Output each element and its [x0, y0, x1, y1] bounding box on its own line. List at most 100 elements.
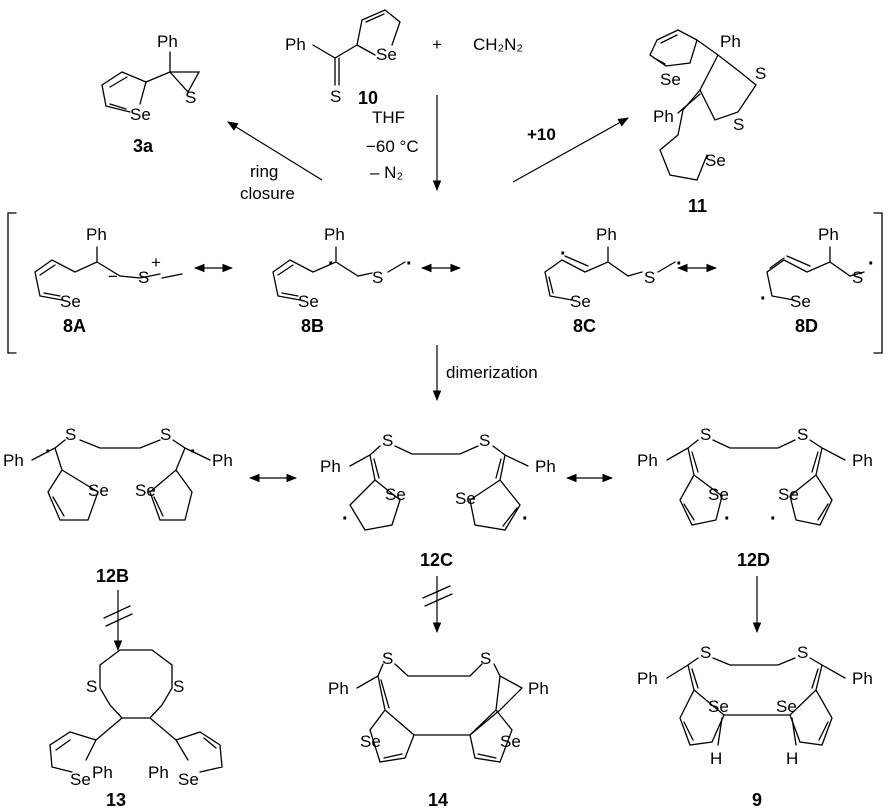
label-8B: 8B [301, 316, 324, 336]
radical-dot: · [406, 253, 413, 275]
radical-dot: · [190, 441, 197, 463]
label-12C: 12C [420, 550, 453, 570]
arrow-ring-closure [227, 121, 323, 181]
atom-se: Se [455, 489, 476, 508]
cond-byproduct: – N₂ [370, 163, 403, 182]
atom-se: Se [385, 485, 406, 504]
atom-se: Se [790, 292, 811, 311]
atom-se: Se [360, 732, 381, 751]
atom-ph: Ph [3, 451, 24, 470]
atom-s: S [700, 643, 711, 662]
label-12B: 12B [96, 566, 129, 586]
atom-ph: Ph [596, 225, 617, 244]
atom-ph: Ph [320, 457, 341, 476]
label-11: 11 [688, 196, 707, 216]
atom-plus: + [151, 253, 161, 272]
atom-h: H [710, 749, 722, 768]
atom-s: S [185, 88, 196, 107]
atom-se: Se [778, 485, 799, 504]
atom-se: Se [60, 292, 81, 311]
arrow-add-10 [512, 117, 629, 183]
radical-dot: · [676, 253, 683, 275]
atom-se: Se [500, 732, 521, 751]
atom-ph: Ph [852, 669, 873, 688]
right-bracket [873, 212, 883, 354]
label-10: 10 [358, 88, 378, 108]
atom-ph: Ph [818, 225, 839, 244]
radical-dot: · [342, 508, 349, 530]
cond-closure: closure [240, 184, 295, 203]
radical-dot: · [760, 288, 767, 310]
atom-s: S [330, 87, 341, 106]
atom-se: Se [178, 770, 199, 789]
left-bracket [7, 212, 17, 354]
atom-ph: Ph [324, 225, 345, 244]
atom-s: S [644, 268, 655, 287]
atom-s: S [700, 425, 711, 444]
atom-s: S [479, 431, 490, 450]
label-8A: 8A [63, 316, 86, 336]
atom-se: Se [660, 70, 681, 89]
compound-13: S S Se Ph Ph Se 13 [49, 649, 223, 808]
atom-se: Se [705, 151, 726, 170]
atom-se: Se [88, 481, 109, 500]
radical-dot: · [328, 253, 335, 275]
atom-se: Se [376, 45, 397, 64]
compound-11: Se Ph S S Ph Se 11 [649, 29, 766, 216]
cond-dimerization: dimerization [446, 363, 538, 382]
atom-ph: Ph [328, 679, 349, 698]
intermediate-8B: Ph · S · Se 8B [272, 225, 413, 336]
intermediate-8C: Ph · S · Se 8C [544, 225, 683, 336]
blocked-mark [103, 605, 133, 627]
atom-se: Se [298, 292, 319, 311]
atom-s: S [160, 425, 171, 444]
atom-s: S [382, 649, 393, 668]
atom-se: Se [776, 697, 797, 716]
atom-ph: Ph [86, 225, 107, 244]
radical-dot: · [724, 508, 731, 530]
diazomethane: CH₂N₂ [473, 35, 523, 54]
cond-ring: ring [250, 162, 278, 181]
label-12D: 12D [737, 550, 770, 570]
compound-10: Ph Se S 10 [285, 9, 401, 108]
atom-se: Se [708, 485, 729, 504]
radical-dot: · [560, 243, 567, 265]
radical-dot: · [868, 253, 875, 275]
atom-s: S [138, 268, 149, 287]
dimer-12B: Ph · S S · Ph Se Se 12B [3, 425, 233, 586]
atom-s: S [382, 431, 393, 450]
cond-add-10: +10 [527, 125, 556, 144]
atom-ph: Ph [528, 679, 549, 698]
atom-ph: Ph [653, 107, 674, 126]
label-9: 9 [752, 790, 762, 808]
atom-h: H [786, 749, 798, 768]
label-8C: 8C [573, 316, 596, 336]
atom-minus: − [108, 267, 118, 286]
atom-s: S [852, 268, 863, 287]
atom-ph: Ph [148, 763, 169, 782]
radical-dot: · [45, 441, 52, 463]
atom-s: S [797, 643, 808, 662]
radical-dot: · [770, 508, 777, 530]
atom-ph: Ph [92, 763, 113, 782]
blocked-mark [422, 585, 453, 607]
atom-ph: Ph [157, 32, 178, 51]
atom-s: S [797, 425, 808, 444]
atom-ph: Ph [212, 451, 233, 470]
label-8D: 8D [795, 316, 818, 336]
atom-ph: Ph [535, 457, 556, 476]
atom-s: S [65, 425, 76, 444]
plus-sign: + [432, 35, 442, 54]
atom-se: Se [130, 105, 151, 124]
label-3a: 3a [133, 136, 154, 156]
atom-ph: Ph [285, 35, 306, 54]
intermediate-8D: Ph S · · Se 8D [760, 225, 875, 336]
atom-s: S [372, 268, 383, 287]
dimer-12C: Ph S S Ph Se Se · · 12C [320, 431, 556, 570]
cond-solvent: THF [372, 108, 405, 127]
atom-s: S [733, 115, 744, 134]
atom-ph: Ph [852, 451, 873, 470]
atom-se: Se [708, 697, 729, 716]
compound-3a: Ph S Se 3a [101, 32, 201, 156]
